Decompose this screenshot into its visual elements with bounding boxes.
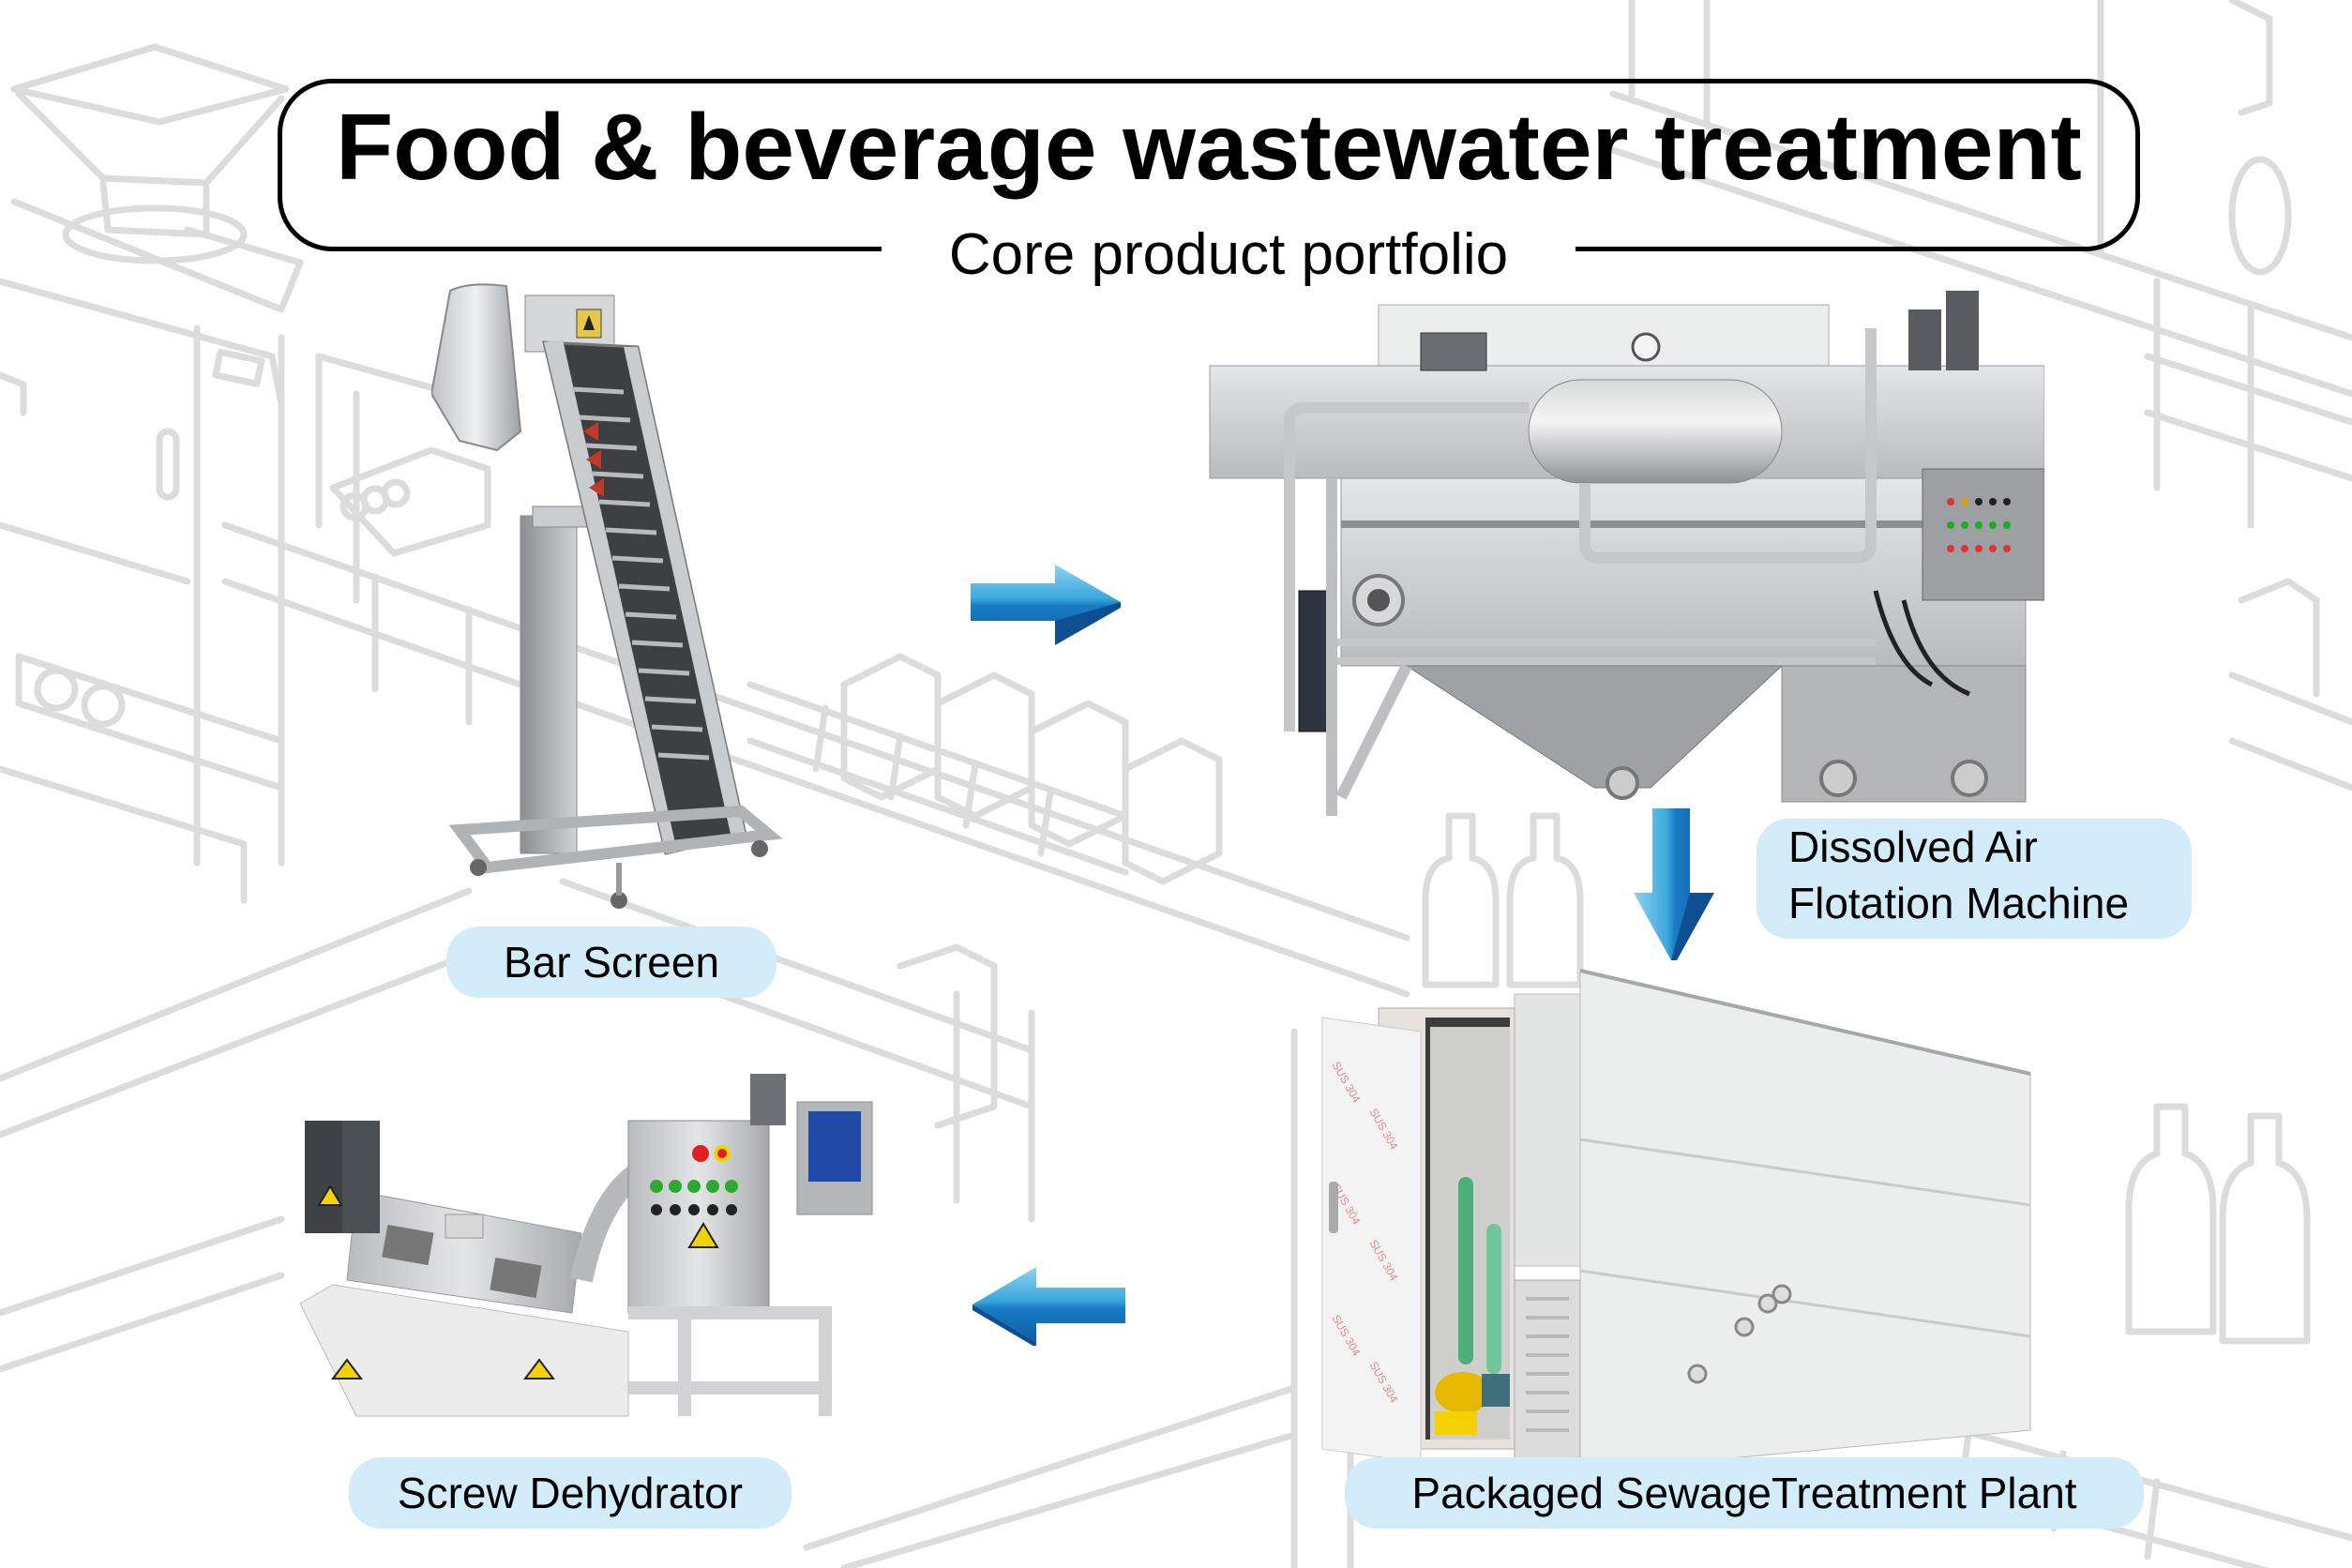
label-packaged-stp-text: Packaged SewageTreatment Plant (1411, 1469, 2077, 1517)
subtitle-gap (882, 225, 1576, 281)
daf-machine-image (1209, 291, 2044, 816)
label-daf: Dissolved Air Flotation Machine (1756, 819, 2192, 939)
bar-screen-image (431, 283, 783, 909)
arrow-right-icon (971, 565, 1121, 645)
page-title: Food & beverage wastewater treatment (336, 95, 2082, 200)
label-screw-dehydrator: Screw Dehydrator (349, 1457, 792, 1529)
label-packaged-stp: Packaged SewageTreatment Plant (1345, 1457, 2144, 1529)
label-screw-dehydrator-text: Screw Dehydrator (397, 1469, 744, 1517)
packaged-stp-image: SUS 304 SUS 304 SUS 304 SUS 304 SUS 304 … (1321, 969, 2031, 1473)
screw-dehydrator-image (299, 1074, 873, 1417)
arrow-left-icon (972, 1267, 1125, 1346)
label-bar-screen: Bar Screen (446, 927, 776, 998)
label-daf-line2: Flotation Machine (1788, 879, 2130, 927)
label-daf-line1: Dissolved Air (1788, 822, 2038, 871)
page-subtitle: Core product portfolio (948, 222, 1509, 287)
arrow-down-icon (1634, 808, 1714, 960)
label-bar-screen-text: Bar Screen (503, 938, 720, 987)
